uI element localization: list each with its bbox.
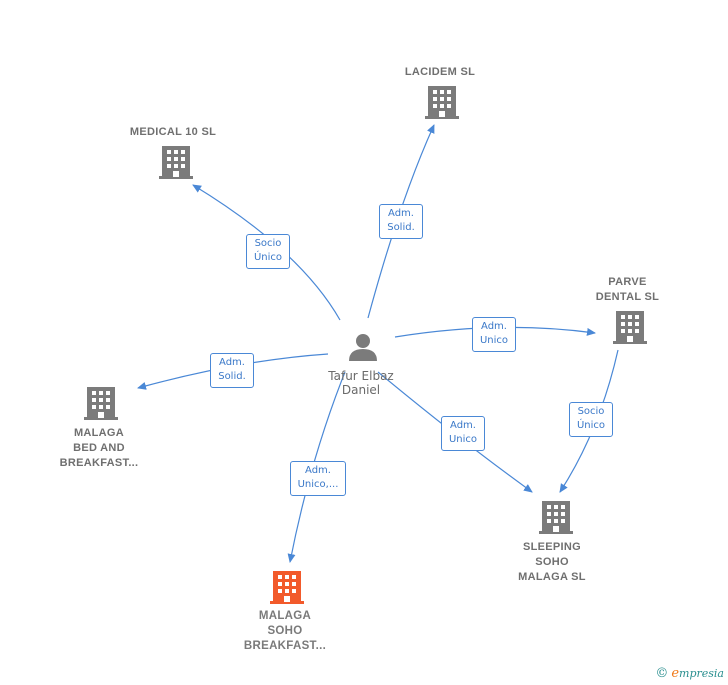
- copyright-icon: ©: [655, 666, 669, 681]
- person-icon[interactable]: [349, 334, 377, 361]
- edge-label-lacidem: Adm. Solid.: [379, 204, 423, 239]
- edge-label-malaga-bed: Adm. Solid.: [210, 353, 254, 388]
- brand-logo: ©empresia: [655, 666, 724, 681]
- person-label[interactable]: Tafur Elbaz Daniel: [328, 369, 394, 397]
- node-label-sleeping[interactable]: SLEEPING SOHO MALAGA SL: [518, 541, 586, 583]
- edge-label-parve: Adm. Unico: [472, 317, 516, 352]
- building-icon-medical[interactable]: [159, 146, 193, 179]
- edge-label-medical: Socio Único: [246, 234, 290, 269]
- node-label-malaga-bed[interactable]: MALAGA BED AND BREAKFAST...: [59, 427, 139, 469]
- node-label-parve[interactable]: PARVE DENTAL SL: [595, 276, 660, 303]
- building-icon-lacidem[interactable]: [425, 86, 459, 119]
- building-icon-sleeping[interactable]: [539, 501, 573, 534]
- edge-label-malaga-soho: Adm. Unico,...: [290, 461, 346, 496]
- edge-label-sleeping: Adm. Unico: [441, 416, 485, 451]
- node-label-lacidem[interactable]: LACIDEM SL: [404, 66, 476, 78]
- node-label-malaga-soho[interactable]: MALAGA SOHO BREAKFAST...: [243, 610, 327, 652]
- building-icon-parve[interactable]: [613, 311, 647, 344]
- building-icon-malaga-soho[interactable]: [270, 571, 304, 604]
- edge-label-parve-sleeping: Socio Único: [569, 402, 613, 437]
- node-label-medical[interactable]: MEDICAL 10 SL: [129, 126, 217, 138]
- building-icon-malaga-bed[interactable]: [84, 387, 118, 420]
